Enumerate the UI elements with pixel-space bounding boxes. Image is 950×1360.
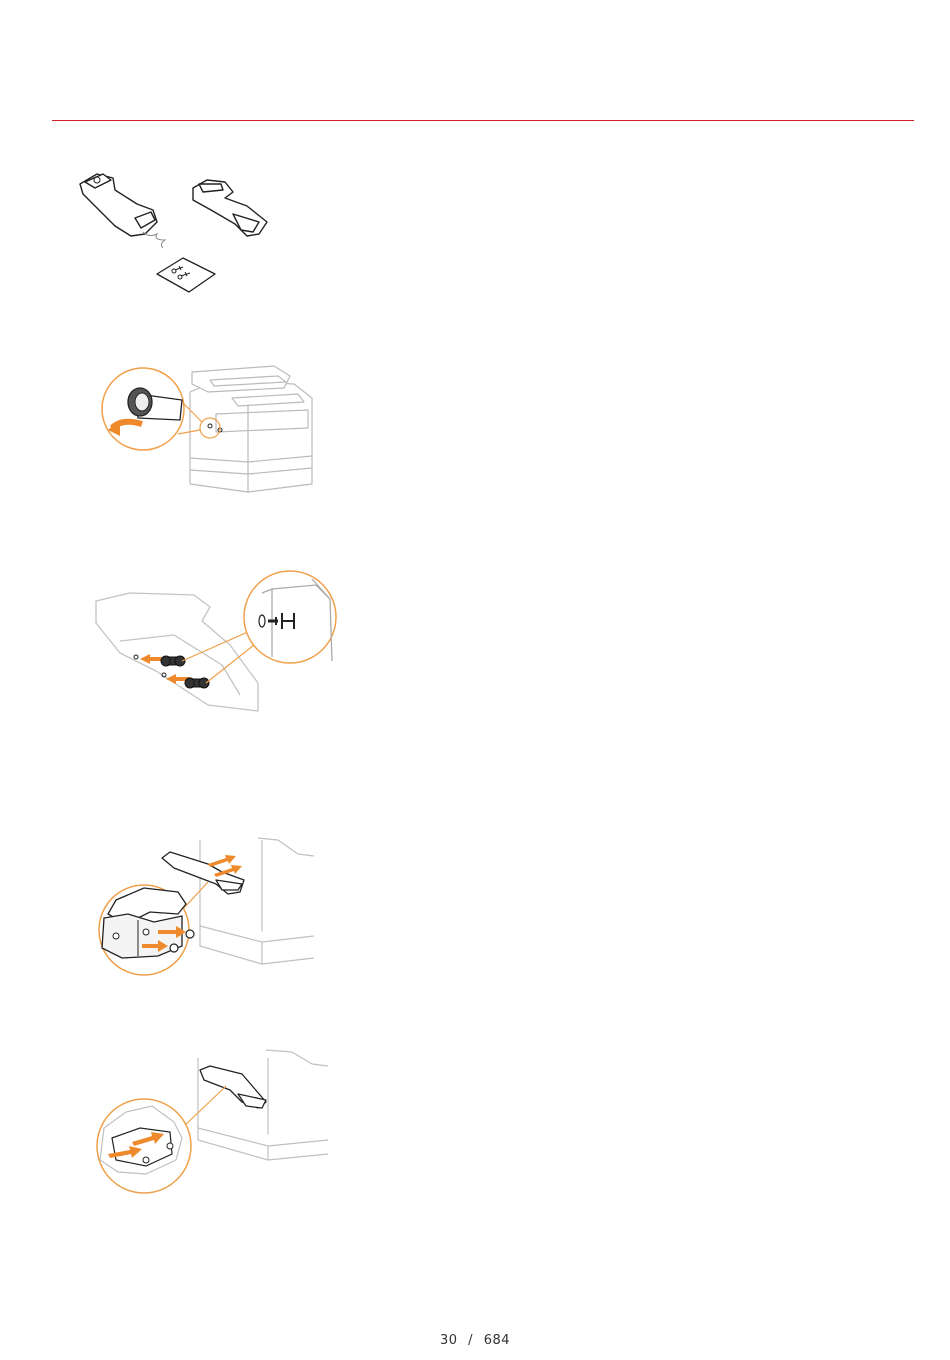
illustration-handset-kit xyxy=(75,170,280,300)
page-separator: / xyxy=(468,1333,473,1348)
holder-attach-icon xyxy=(98,838,318,983)
total-pages: 684 xyxy=(484,1333,510,1348)
current-page: 30 xyxy=(440,1333,458,1348)
illustration-remove-covers xyxy=(98,358,318,498)
illustration-attach-holder xyxy=(98,838,318,983)
handset-kit-icon xyxy=(75,170,280,300)
illustration-insert-screws xyxy=(90,565,340,715)
screw-cover-icon xyxy=(98,358,318,498)
illustration-attach-holder-alt xyxy=(96,1050,331,1195)
header-rule xyxy=(52,120,914,121)
page-number: 30 / 684 xyxy=(0,1333,950,1348)
screw-icon xyxy=(90,565,340,715)
holder-attach-icon xyxy=(96,1050,331,1195)
